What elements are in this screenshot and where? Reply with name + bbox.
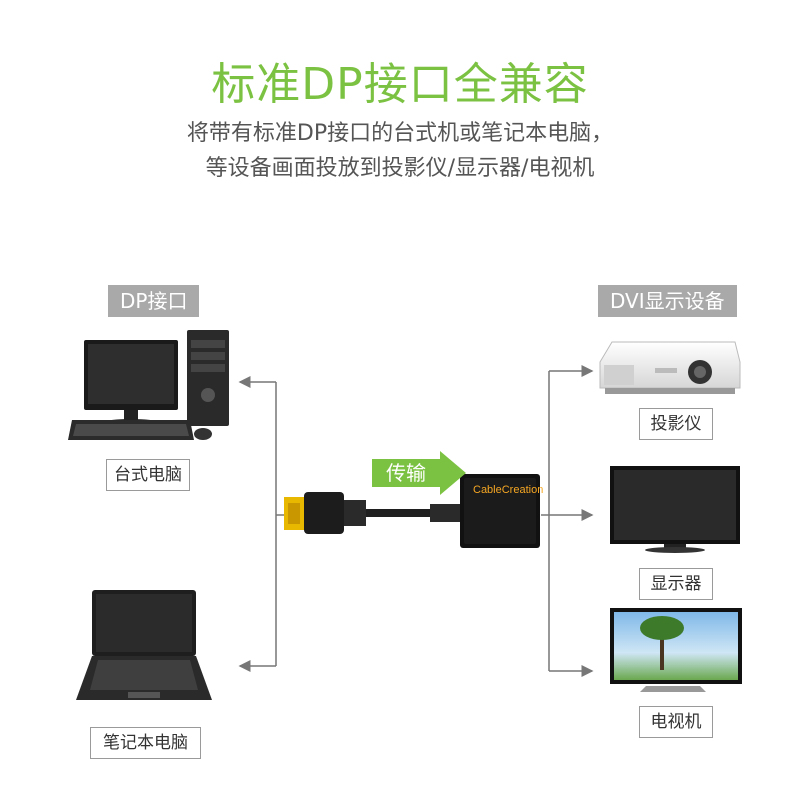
target-heading: DVI显示设备 [598,285,737,317]
laptop-label: 笔记本电脑 [90,727,201,759]
subtitle-line-2: 等设备画面投放到投影仪/显示器/电视机 [205,156,595,181]
transfer-arrow [372,451,466,495]
adapter-brand: CableCreation [473,484,544,496]
desktop-computer-icon [68,330,229,440]
transfer-label: 传输 [386,461,426,485]
tv-icon [610,608,742,692]
laptop-icon [76,590,212,700]
desktop-label: 台式电脑 [106,459,190,491]
monitor-label: 显示器 [639,568,713,600]
adapter-cable [284,474,540,548]
projector-icon [599,341,741,394]
page-title: 标准DP接口全兼容 [211,59,589,110]
source-bracket [238,376,288,672]
tv-label: 电视机 [639,706,713,738]
monitor-icon [610,466,740,553]
target-bracket [541,365,594,677]
projector-label: 投影仪 [639,408,713,440]
source-heading: DP接口 [108,285,200,317]
subtitle-line-1: 将带有标准DP接口的台式机或笔记本电脑， [186,121,614,146]
